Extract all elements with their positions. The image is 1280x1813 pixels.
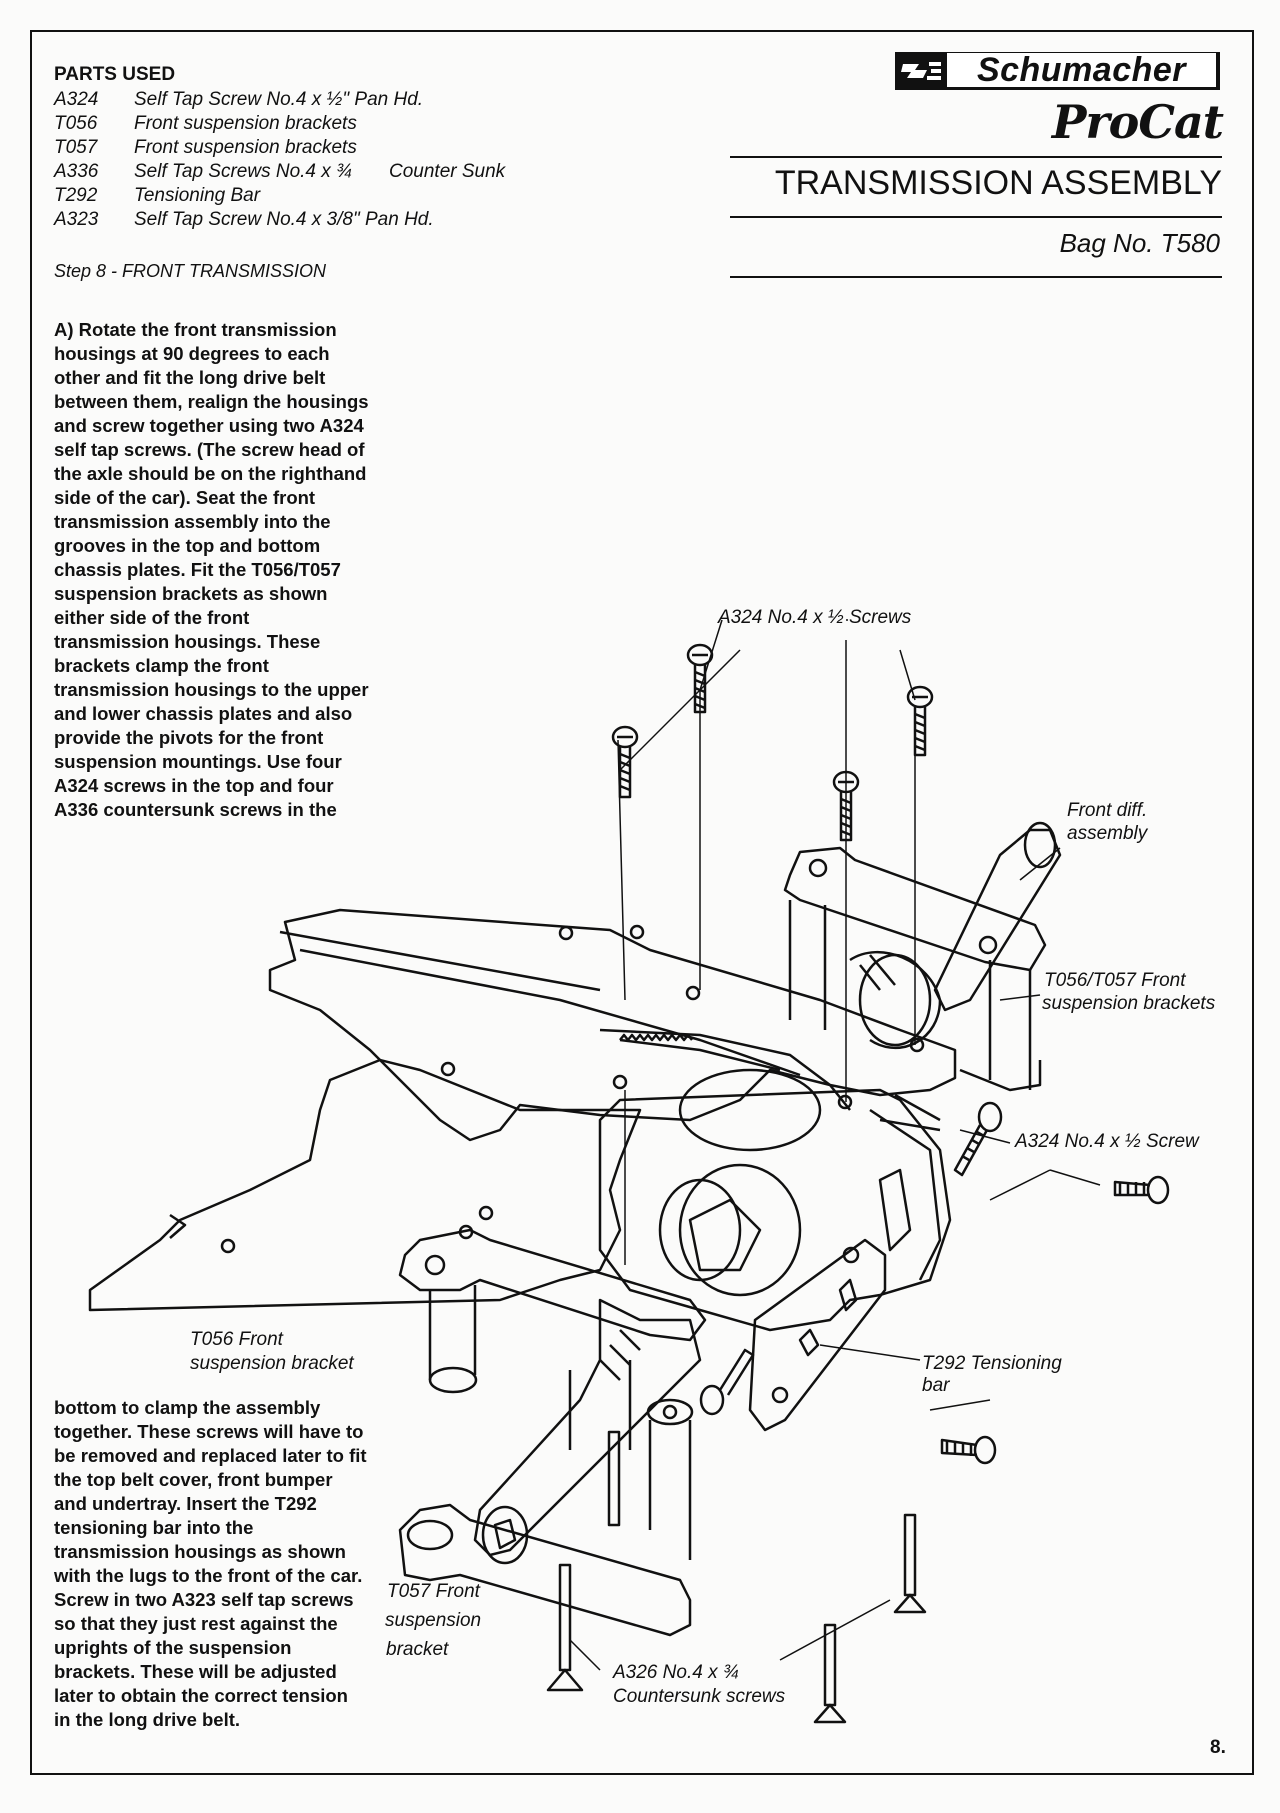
page-number: 8. <box>1210 1737 1226 1758</box>
part-code: T056 <box>54 113 98 134</box>
part-desc: Front suspension brackets <box>134 113 357 134</box>
screw-a323-1 <box>1113 1175 1170 1205</box>
part-code: A336 <box>54 161 99 182</box>
part-code: T057 <box>54 137 98 158</box>
instructions-part-b: bottom to clamp the assembly together. T… <box>54 1397 367 1730</box>
part-desc: Tensioning Bar <box>134 185 261 206</box>
label-t056-t057-1: T056/T057 Front <box>1044 970 1186 991</box>
drive-gear <box>599 1028 851 1152</box>
screw-a324-4 <box>906 685 934 757</box>
front-diff-assembly <box>849 821 1062 1050</box>
schumacher-logo: Schumacher <box>895 52 1220 90</box>
header-rule <box>730 216 1222 218</box>
label-t057-1: T057 Front <box>387 1581 480 1602</box>
screw-a324-3 <box>832 770 860 842</box>
label-front-diff-2: assembly <box>1067 823 1148 844</box>
label-a326-2: Countersunk screws <box>613 1686 786 1707</box>
t056-front-bracket <box>398 1228 707 1450</box>
screw-a336-3 <box>893 1513 927 1614</box>
screw-a336-1 <box>546 1563 584 1692</box>
label-t057-2: suspension <box>385 1610 482 1631</box>
label-t056-2: suspension bracket <box>190 1353 354 1374</box>
label-a324-screws: A324 No.4 x ½ Screws <box>718 607 912 628</box>
screw-a323-2 <box>940 1435 997 1465</box>
part-code: A323 <box>54 209 99 230</box>
screw-a324-side <box>953 1101 1003 1177</box>
header-rule <box>730 276 1222 278</box>
upper-chassis-plate <box>268 908 957 1142</box>
part-desc: Self Tap Screw No.4 x ½" Pan Hd. <box>134 89 424 110</box>
parts-used-heading: PARTS USED <box>54 64 176 85</box>
t057-bottom-bracket <box>398 1398 694 1637</box>
brand-name: Schumacher <box>947 53 1216 87</box>
label-a326-1: A326 No.4 x ¾ <box>613 1662 739 1683</box>
label-t056-1: T056 Front <box>190 1329 283 1350</box>
label-t292-1: T292 Tensioning <box>922 1353 1062 1374</box>
transmission-housing <box>598 1088 952 1332</box>
procat-logo: ProCat <box>1051 95 1224 149</box>
front-drive-shaft <box>473 1298 702 1565</box>
lower-chassis-plate <box>88 1058 642 1312</box>
part-desc: Self Tap Screws No.4 x ¾ <box>134 161 352 182</box>
screw-a324-1 <box>686 643 714 714</box>
screw-a324-2 <box>611 725 639 799</box>
screw-a336-2 <box>607 1430 621 1527</box>
screw-a336-4 <box>813 1623 847 1724</box>
label-a324-screw: A324 No.4 x ½ Screw <box>1015 1131 1199 1152</box>
part-extra: Counter Sunk <box>389 161 506 182</box>
leader-lines <box>569 619 1101 1671</box>
bag-number: Bag No. T580 <box>1059 228 1220 258</box>
part-desc: Self Tap Screw No.4 x 3/8" Pan Hd. <box>134 209 434 230</box>
part-code: A324 <box>54 89 99 110</box>
label-front-diff-1: Front diff. <box>1067 800 1148 821</box>
instructions-part-a: A) Rotate the front transmission housing… <box>54 319 369 820</box>
header-rule <box>730 156 1222 158</box>
part-desc: Front suspension brackets <box>134 137 357 158</box>
label-t292-2: bar <box>922 1375 950 1396</box>
tensioning-bar <box>748 1238 887 1432</box>
label-t056-t057-2: suspension brackets <box>1042 993 1216 1014</box>
page-title: TRANSMISSION ASSEMBLY <box>774 164 1222 202</box>
screw-lower-side <box>699 1348 755 1416</box>
rear-suspension-bracket <box>783 846 1047 1092</box>
flag-icon <box>897 56 945 86</box>
page-border <box>30 30 1254 1775</box>
part-code: T292 <box>54 185 98 206</box>
label-t057-3: bracket <box>386 1639 449 1660</box>
step-heading: Step 8 - FRONT TRANSMISSION <box>54 261 327 281</box>
